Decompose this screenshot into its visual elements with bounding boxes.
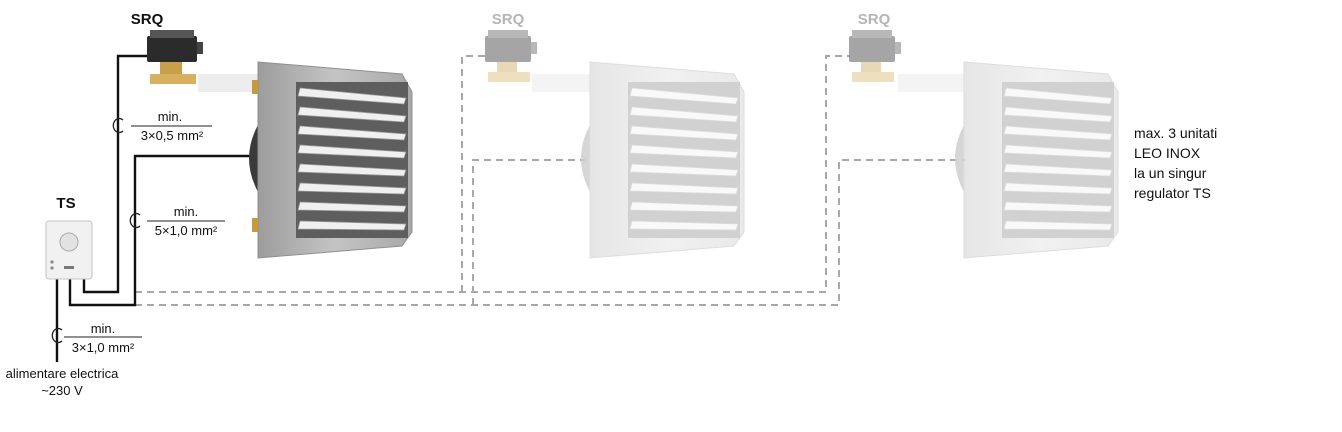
dashed-wiring — [135, 55, 965, 306]
thermostat-ts — [45, 220, 93, 280]
heater-louvers — [297, 87, 407, 231]
power-supply-voltage: ~230 V — [41, 383, 83, 398]
note-line-3: la un singur — [1134, 165, 1207, 181]
heater-unit-1 — [198, 61, 413, 259]
cable-heater-min: min. — [174, 204, 199, 219]
cable-srq-spec: 3×0,5 mm² — [141, 128, 204, 143]
cable-power-spec: 3×1,0 mm² — [72, 340, 135, 355]
srq-label-3: SRQ — [858, 11, 891, 28]
valve-icon — [849, 36, 895, 62]
cable-power-min: min. — [91, 321, 116, 336]
cable-heater-spec: 5×1,0 mm² — [155, 223, 218, 238]
heater-unit-2 — [532, 61, 745, 259]
spec-underlines — [64, 125, 225, 338]
valve-icon — [485, 36, 531, 62]
cable-tie-marks — [51, 117, 141, 344]
note-line-4: regulator TS — [1134, 185, 1211, 201]
valve-icon — [147, 36, 197, 62]
cable-srq-min: min. — [158, 109, 183, 124]
ts-label: TS — [56, 195, 75, 212]
srq-label-1: SRQ — [131, 11, 164, 28]
power-supply-label: alimentare electrica — [6, 366, 119, 381]
valve-srq-1 — [147, 30, 203, 84]
heater-unit-3 — [898, 61, 1119, 259]
valve-srq-3 — [849, 30, 901, 82]
active-wiring — [55, 54, 258, 362]
srq-label-2: SRQ — [492, 11, 525, 28]
valve-srq-2 — [485, 30, 537, 82]
note-line-1: max. 3 unitati — [1134, 125, 1217, 141]
heater-fan-motor — [249, 125, 258, 192]
note-line-2: LEO INOX — [1134, 145, 1201, 161]
